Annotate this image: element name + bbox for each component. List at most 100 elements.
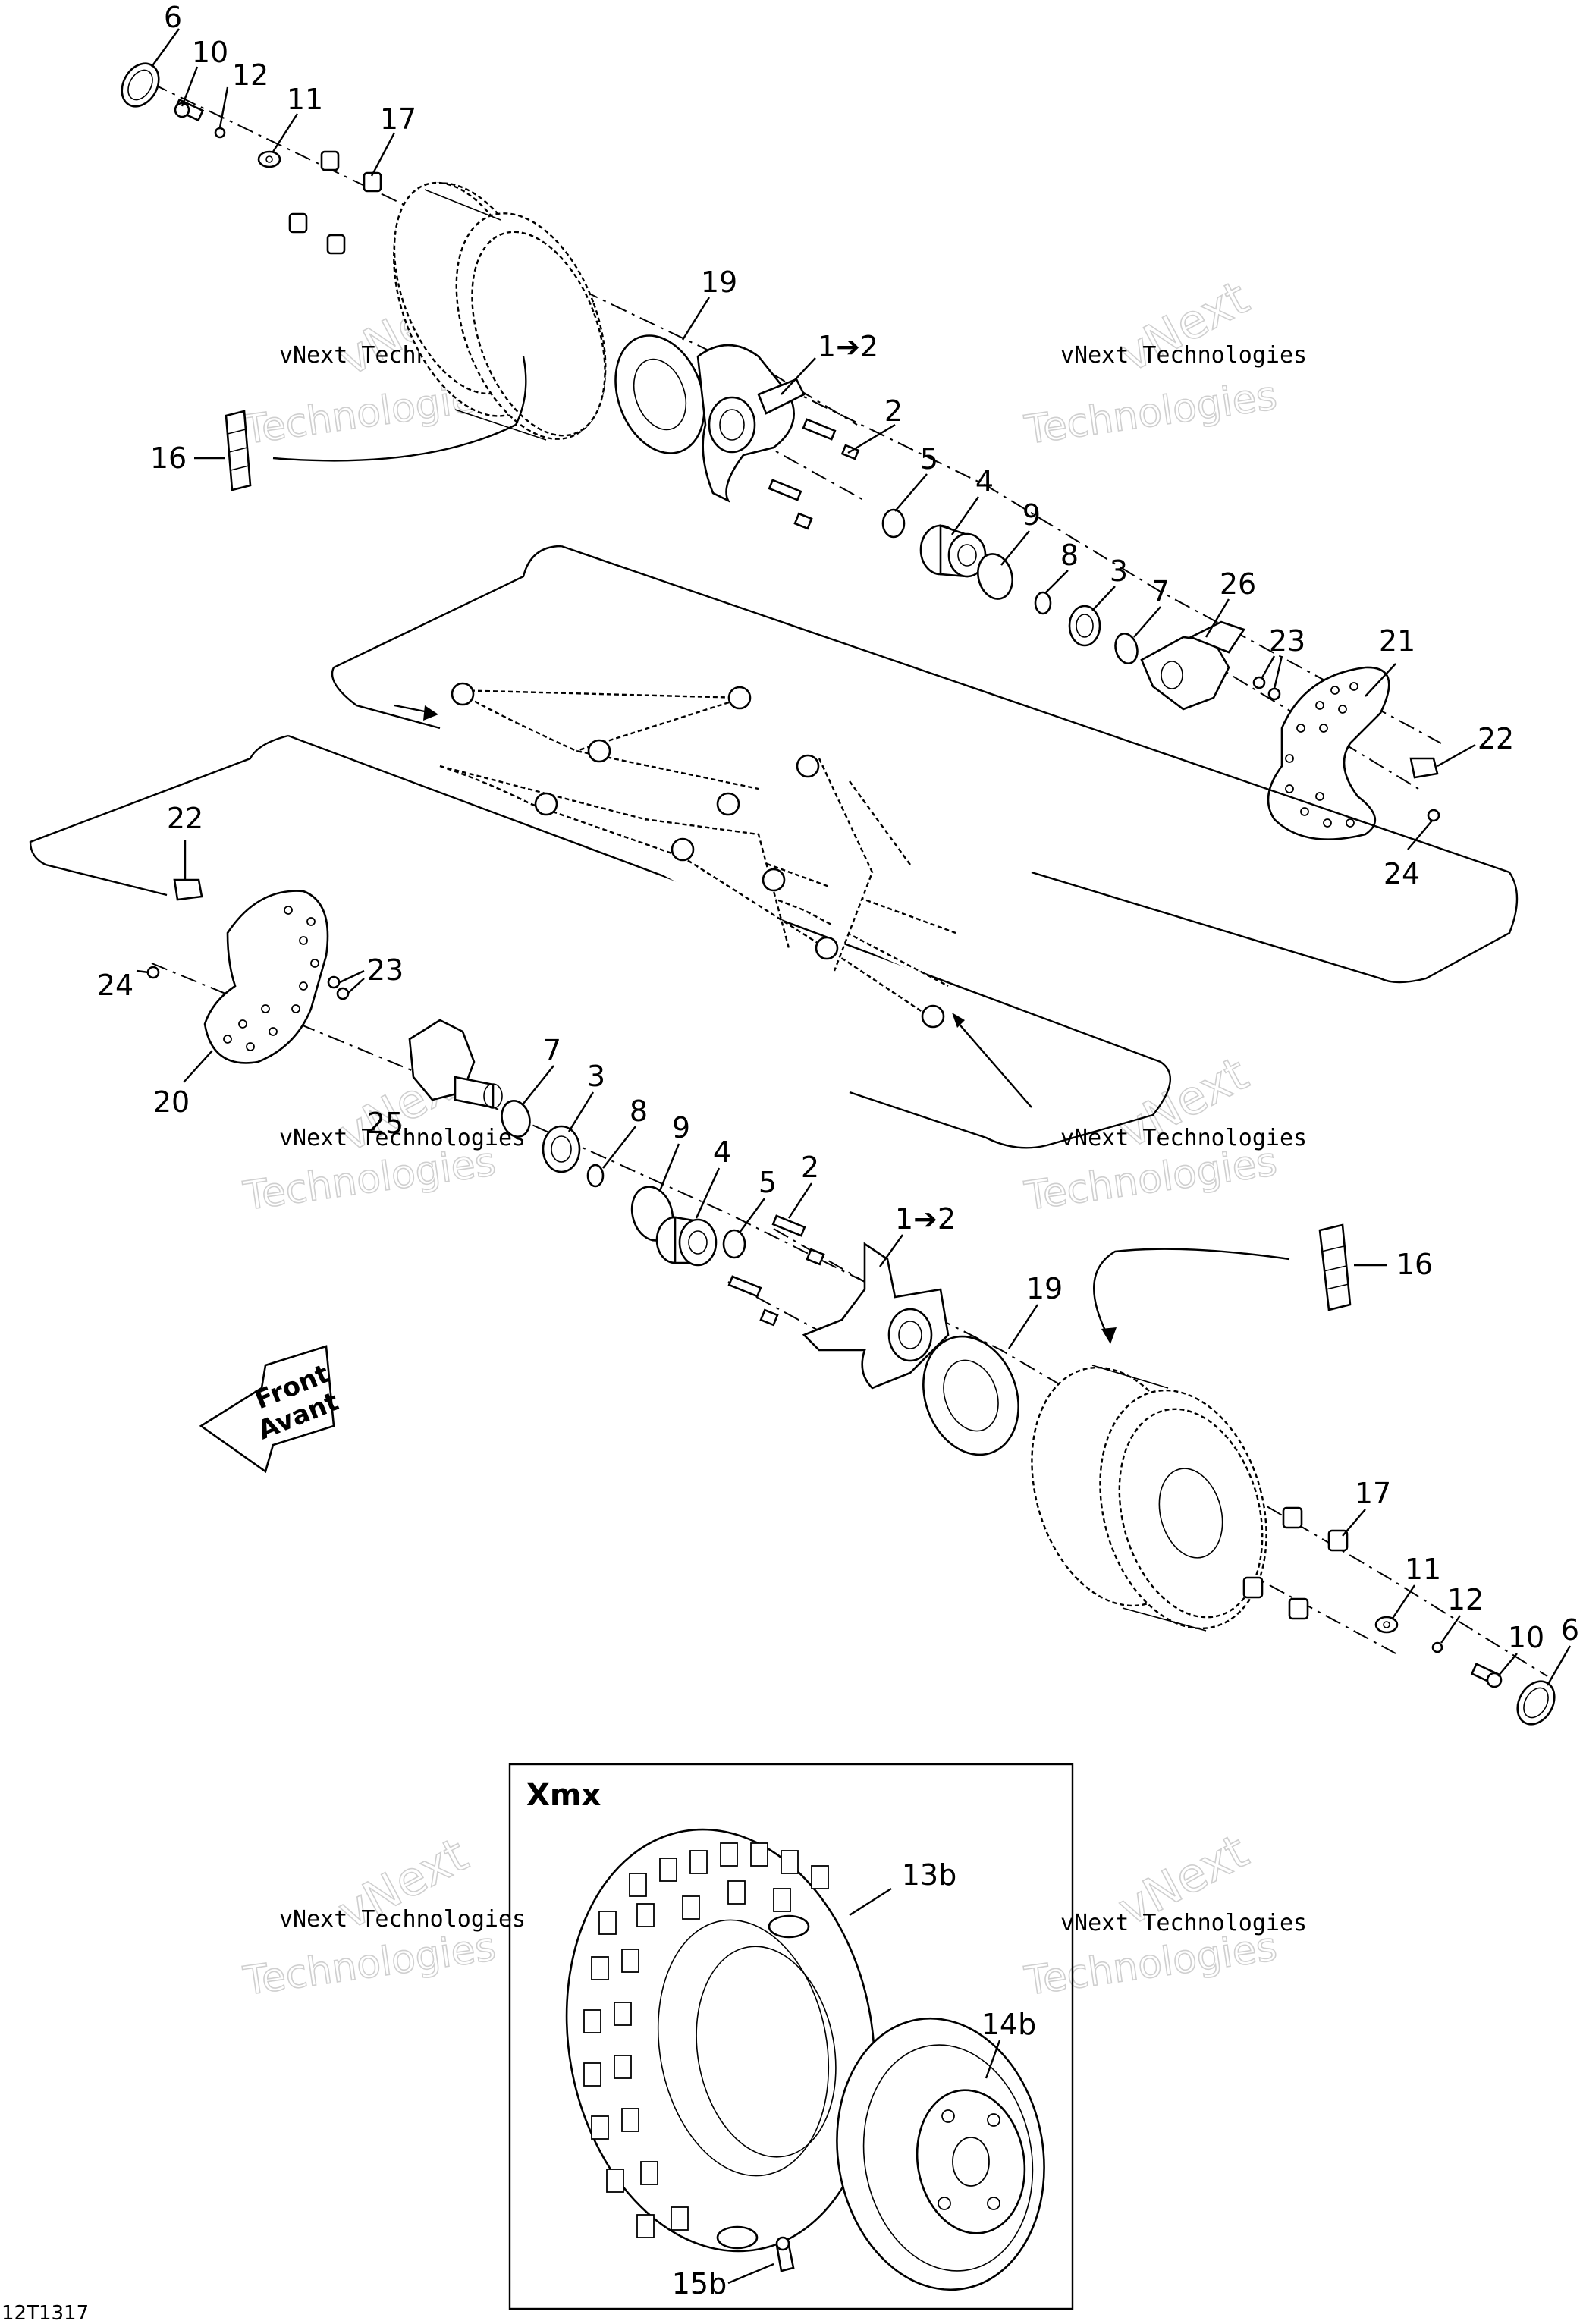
callout-24: 24	[97, 969, 133, 1002]
bolt	[173, 98, 205, 122]
callout-5: 5	[759, 1166, 777, 1199]
group-outline	[29, 734, 1171, 1149]
callout-26: 26	[1220, 567, 1256, 601]
caliper-bolt	[327, 975, 341, 989]
callout-13b: 13b	[902, 1858, 956, 1892]
axis-line	[773, 1228, 865, 1283]
bolts	[727, 1214, 825, 1327]
tire-valve	[775, 2236, 795, 2272]
steering-knuckle	[802, 1242, 950, 1390]
callout-16: 16	[1396, 1248, 1433, 1281]
callout-4: 4	[975, 465, 994, 498]
lower-a-arm	[530, 802, 941, 1025]
arrow-head	[423, 705, 438, 721]
inset-frame	[508, 1763, 1074, 2310]
hub-cap	[121, 62, 160, 108]
callout-9: 9	[1022, 498, 1041, 532]
o-ring	[1034, 591, 1052, 615]
direction-arrow	[955, 1019, 1032, 1108]
lug-nuts	[288, 150, 382, 255]
callout-22: 22	[1478, 722, 1514, 755]
oil-seal	[542, 1125, 581, 1173]
hub-spindle	[1140, 620, 1246, 711]
leader-line	[272, 356, 527, 462]
svg-text:vNext Technologies: vNext Technologies	[1060, 1910, 1307, 1936]
brake-bracket	[1409, 757, 1439, 779]
brake-bracket	[173, 878, 203, 901]
callout-10: 10	[192, 36, 228, 69]
screw	[1427, 809, 1440, 822]
bolt	[1470, 1663, 1503, 1688]
wheel-bearing	[919, 524, 987, 578]
caliper-bolt	[1267, 687, 1281, 701]
watermark: vNext Technologies vNext Technologies	[1021, 1823, 1307, 2005]
callout-16: 16	[150, 441, 187, 475]
axis-line	[727, 424, 865, 501]
spacer-washer	[881, 508, 906, 539]
leader-line	[1093, 1248, 1290, 1336]
callout-1-2: 1➔2	[895, 1202, 956, 1236]
circlip	[977, 553, 1013, 600]
hub-spindle	[408, 1019, 503, 1109]
bushing	[534, 792, 558, 816]
wheel-bearing	[655, 1216, 718, 1267]
tire	[565, 1828, 876, 2253]
callout-23: 23	[1269, 624, 1305, 658]
callout-8: 8	[1060, 539, 1079, 572]
xmx-inset: Xmx	[508, 1763, 1074, 2310]
svg-text:Technologies: Technologies	[1022, 373, 1280, 454]
gasket	[614, 334, 705, 454]
oil-seal	[1068, 605, 1101, 647]
callout-17: 17	[1355, 1477, 1391, 1510]
callout-3: 3	[1110, 554, 1128, 588]
caliper-bolt	[336, 987, 350, 1000]
callout-leaders	[136, 28, 1572, 2285]
bushing	[587, 739, 611, 763]
arrow-head	[1101, 1327, 1117, 1344]
tire-logo	[768, 1914, 810, 1939]
axis-line	[727, 1281, 828, 1336]
svg-text:vNext Technologies: vNext Technologies	[1060, 342, 1307, 369]
inset-title: Xmx	[526, 1778, 601, 1813]
callout-8: 8	[630, 1094, 648, 1128]
callout-20: 20	[153, 1085, 190, 1119]
group-outline	[331, 545, 1519, 984]
brake-disc	[203, 890, 329, 1064]
svg-text:Technologies: Technologies	[240, 1924, 498, 2005]
callout-3: 3	[587, 1060, 605, 1093]
callout-11: 11	[287, 83, 323, 116]
gasket	[922, 1335, 1019, 1456]
watermark: vNext Technologies vNext Technologies	[1021, 269, 1307, 454]
callout-21: 21	[1379, 624, 1415, 658]
callout-5: 5	[920, 442, 938, 476]
callout-11: 11	[1405, 1553, 1441, 1586]
callout-19: 19	[1026, 1272, 1063, 1305]
callout-19: 19	[701, 265, 737, 299]
bushing	[451, 682, 475, 706]
tire-logo	[716, 2225, 759, 2250]
callout-7: 7	[1151, 575, 1170, 608]
bushing	[762, 868, 786, 892]
caliper-bolt	[1252, 676, 1266, 689]
brake-disc	[1267, 666, 1390, 840]
washer	[214, 127, 226, 139]
nut	[1374, 1616, 1399, 1634]
hub-cap	[1516, 1680, 1556, 1726]
callout-labels: 6 10 12 11 17 19 1➔2 2 16 5 4 9 8 3 7 26…	[97, 1, 1579, 2300]
front-direction-arrow: Front Avant	[199, 1345, 343, 1474]
top-assembly	[121, 62, 1442, 840]
callout-25: 25	[367, 1107, 404, 1140]
screw	[146, 966, 160, 979]
callout-10: 10	[1508, 1621, 1544, 1654]
svg-text:vNext Technologies: vNext Technologies	[279, 1125, 526, 1151]
callout-24: 24	[1384, 857, 1420, 890]
spacer-washer	[722, 1229, 746, 1259]
bottom-assembly	[146, 878, 1556, 1726]
callout-17: 17	[380, 102, 416, 136]
callout-23: 23	[367, 953, 404, 987]
bushing	[671, 837, 695, 862]
steering-knuckle	[696, 344, 806, 503]
nut	[257, 150, 281, 168]
callout-22: 22	[167, 802, 203, 835]
